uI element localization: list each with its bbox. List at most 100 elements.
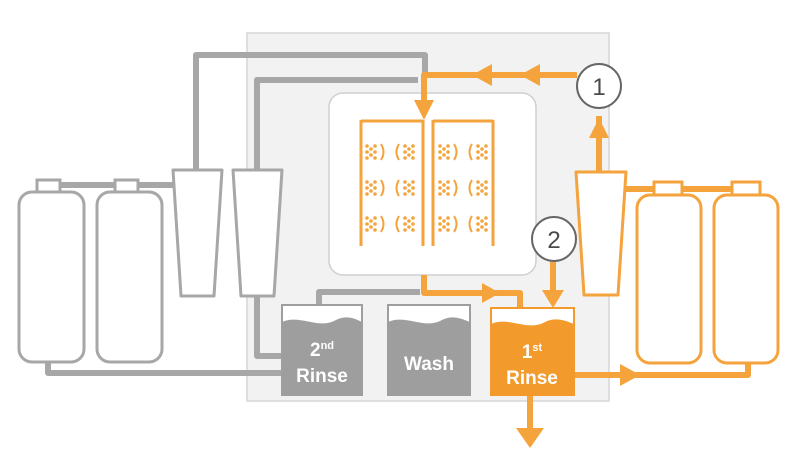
container-right-1-cap xyxy=(652,180,684,197)
spray-nozzle-dot xyxy=(403,156,407,160)
tank-wash-label: Wash xyxy=(404,354,454,375)
arrow-left-top-2 xyxy=(472,64,492,86)
arrow-up-step1 xyxy=(589,118,609,138)
spray-nozzle-dot xyxy=(438,186,442,190)
spray-nozzle-dot xyxy=(484,186,488,190)
step-marker-1-number: 1 xyxy=(592,74,605,101)
tank-first-rinse-suffix: st xyxy=(532,342,542,354)
left-filters xyxy=(171,168,284,298)
spray-nozzle-dot xyxy=(373,228,377,232)
spray-nozzle-dot xyxy=(403,180,407,184)
spray-nozzle-dot xyxy=(373,216,377,220)
spray-nozzle-dot xyxy=(438,216,442,220)
spray-nozzle-dot xyxy=(442,189,446,193)
spray-nozzle-dot xyxy=(365,192,369,196)
spray-nozzle-dot xyxy=(365,150,369,154)
tank-second-rinse-liquid xyxy=(282,317,362,395)
spray-nozzle-dot xyxy=(480,183,484,187)
spray-nozzle-dot xyxy=(438,228,442,232)
tank-first-rinse-ordinal: 1 xyxy=(522,342,533,363)
spray-nozzle-dot xyxy=(369,219,373,223)
spray-nozzle-dot xyxy=(373,222,377,226)
tank-first-rinse-liquid xyxy=(491,319,574,395)
spray-nozzle-dot xyxy=(442,225,446,229)
tank-second-rinse-label: Rinse xyxy=(296,366,348,387)
spray-nozzle-dot xyxy=(476,144,480,148)
step-marker-1-circle xyxy=(576,63,622,109)
spray-nozzle-dot xyxy=(411,222,415,226)
left-containers xyxy=(17,178,164,364)
pipe-filter1-loop xyxy=(193,52,428,170)
spray-nozzle-dot xyxy=(476,228,480,232)
spray-nozzle-dot xyxy=(446,150,450,154)
spray-nozzle-dot xyxy=(373,144,377,148)
spray-nozzle-dot xyxy=(407,219,411,223)
spray-nozzle-dot xyxy=(438,192,442,196)
spray-nozzle-dot xyxy=(403,150,407,154)
arrow-right-drain xyxy=(482,283,500,303)
spray-nozzle-dot xyxy=(476,192,480,196)
tank-second-rinse-ordinal: 2 xyxy=(310,340,321,361)
spray-nozzle-head xyxy=(380,215,385,233)
spray-nozzle-dot xyxy=(446,216,450,220)
spray-nozzle-dot xyxy=(442,219,446,223)
pipe-filter2-down xyxy=(254,296,282,359)
spray-nozzle-dot xyxy=(373,150,377,154)
tank-first-rinse-ordinal-line: 1st xyxy=(522,342,543,363)
spray-nozzle-dot xyxy=(480,147,484,151)
filter-right xyxy=(574,170,628,297)
arrow-down-drain xyxy=(516,428,544,448)
spray-nozzle-dot xyxy=(365,180,369,184)
spray-nozzle-dot xyxy=(442,183,446,187)
arrow-left-top-1 xyxy=(520,64,540,86)
spray-nozzle-dot xyxy=(411,150,415,154)
container-left-1 xyxy=(17,190,86,364)
spray-nozzle-dot xyxy=(446,228,450,232)
spray-nozzle-dot xyxy=(438,150,442,154)
spray-nozzle-dot xyxy=(373,180,377,184)
arrow-right-outlet xyxy=(620,364,640,386)
tank-second-rinse-suffix: nd xyxy=(321,340,334,352)
spray-nozzle-dot xyxy=(476,186,480,190)
spray-nozzle-head xyxy=(395,143,400,161)
spray-nozzle-dot xyxy=(476,222,480,226)
tank-wash-liquid xyxy=(388,317,470,395)
spray-nozzle-dot xyxy=(442,153,446,157)
spray-nozzle-dot xyxy=(480,225,484,229)
spray-nozzle-dot xyxy=(476,180,480,184)
spray-nozzle-dot xyxy=(411,186,415,190)
spray-nozzle-dot xyxy=(438,144,442,148)
flow-arrows xyxy=(414,64,640,448)
spray-rack xyxy=(359,119,495,246)
spray-nozzle-dot xyxy=(484,192,488,196)
spray-nozzle-dot xyxy=(369,183,373,187)
spray-nozzle-dot xyxy=(407,225,411,229)
spray-nozzle-dot xyxy=(438,156,442,160)
tank-first-rinse: 1st Rinse xyxy=(490,307,575,396)
spray-nozzle-dot xyxy=(476,216,480,220)
container-right-2-cap xyxy=(730,180,762,197)
arrow-down-step2 xyxy=(542,290,564,308)
pipe-filter2-loop xyxy=(254,77,418,170)
spray-nozzle-dot xyxy=(407,183,411,187)
spray-nozzle-head xyxy=(380,143,385,161)
spray-nozzle-dot xyxy=(446,144,450,148)
container-left-1-cap xyxy=(35,178,62,194)
step-marker-2: 2 xyxy=(531,216,577,262)
spray-nozzle-dot xyxy=(365,156,369,160)
spray-nozzle-head xyxy=(395,179,400,197)
spray-nozzle-dot xyxy=(484,144,488,148)
filter-left-2 xyxy=(231,168,284,298)
spray-nozzle-dot xyxy=(369,189,373,193)
right-containers xyxy=(635,180,780,365)
spray-nozzle-head xyxy=(468,215,473,233)
tank-second-rinse-ordinal-line: 2nd xyxy=(310,340,334,361)
spray-nozzle-dot xyxy=(373,186,377,190)
spray-nozzle-dot xyxy=(484,228,488,232)
spray-nozzle-dot xyxy=(403,222,407,226)
spray-nozzle-dot xyxy=(403,228,407,232)
spray-nozzle-head xyxy=(395,215,400,233)
spray-nozzle-dot xyxy=(484,150,488,154)
spray-nozzle-dot xyxy=(484,222,488,226)
spray-nozzle-head xyxy=(468,143,473,161)
